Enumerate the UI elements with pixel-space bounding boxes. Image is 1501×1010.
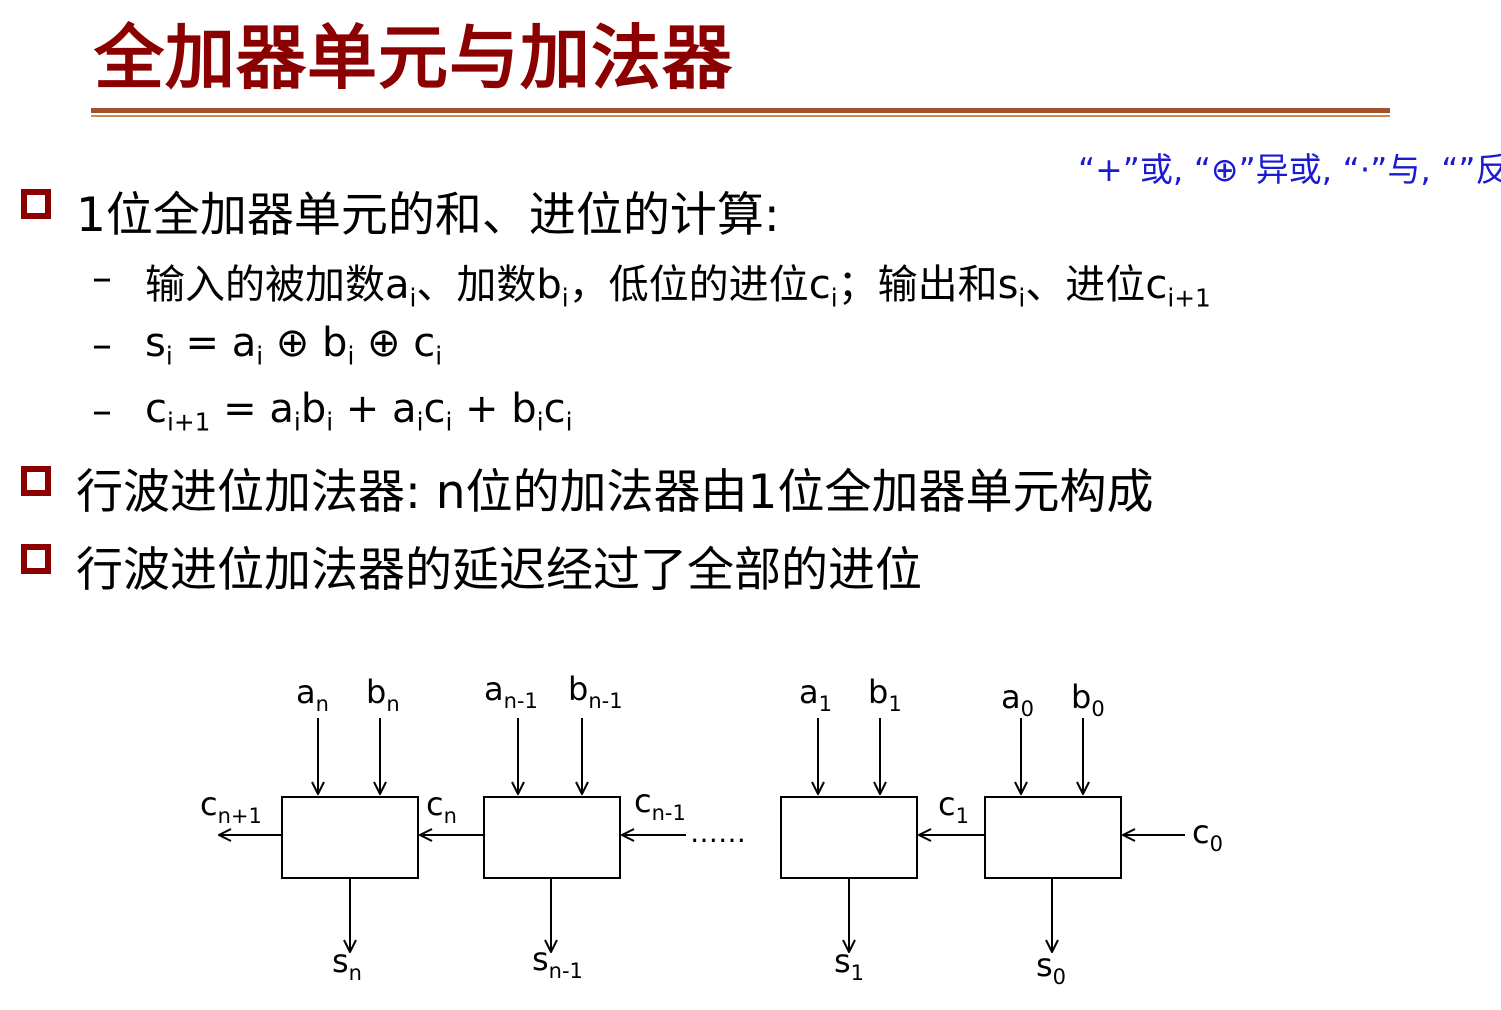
bullet-square-icon <box>16 184 56 224</box>
subitem-inputs-outputs: 输入的被加数ai、加数bi，低位的进位ci；输出和si、进位ci+1 <box>145 262 1211 313</box>
bullet-ripple-adder: 行波进位加法器: n位的加法器由1位全加器单元构成 <box>76 465 1154 520</box>
title-rule-thin <box>91 115 1390 117</box>
svg-text:a1: a1 <box>799 673 832 716</box>
svg-text:bn-1: bn-1 <box>568 670 623 713</box>
svg-text:a0: a0 <box>1001 678 1034 721</box>
ellipsis: …… <box>690 816 746 849</box>
svg-text:s0: s0 <box>1036 946 1066 989</box>
dash-icon: – <box>92 388 112 434</box>
bullet-square-icon <box>16 461 56 501</box>
svg-text:cn+1: cn+1 <box>200 785 262 828</box>
adder-block-n <box>281 796 419 879</box>
svg-text:bn: bn <box>366 673 400 716</box>
svg-text:an-1: an-1 <box>484 670 538 713</box>
adder-block-n-1 <box>483 796 621 879</box>
svg-text:cn: cn <box>426 785 457 828</box>
svg-text:sn: sn <box>332 942 362 985</box>
svg-text:cn-1: cn-1 <box>634 782 686 825</box>
slide-title: 全加器单元与加法器 <box>94 16 733 99</box>
adder-block-1 <box>780 796 918 879</box>
sum-equation: si = ai ⊕ bi ⊕ ci <box>145 320 443 371</box>
svg-text:an: an <box>296 673 329 716</box>
operator-note: “+”或, “⊕”异或, “·”与, “”反 <box>1078 150 1501 189</box>
dash-icon: – <box>92 255 112 301</box>
title-rule <box>91 108 1390 113</box>
bullet-full-adder-calc: 1位全加器单元的和、进位的计算: <box>76 188 780 243</box>
dash-icon: – <box>92 322 112 368</box>
svg-text:b1: b1 <box>868 673 902 716</box>
bullet-ripple-delay: 行波进位加法器的延迟经过了全部的进位 <box>76 543 922 598</box>
svg-text:b0: b0 <box>1071 678 1105 721</box>
svg-text:c0: c0 <box>1192 813 1223 856</box>
svg-text:sn-1: sn-1 <box>532 940 583 983</box>
svg-text:c1: c1 <box>938 785 969 828</box>
adder-block-0 <box>984 796 1122 879</box>
svg-text:s1: s1 <box>834 942 864 985</box>
carry-equation: ci+1 = aibi + aici + bici <box>145 386 573 437</box>
bullet-square-icon <box>16 539 56 579</box>
